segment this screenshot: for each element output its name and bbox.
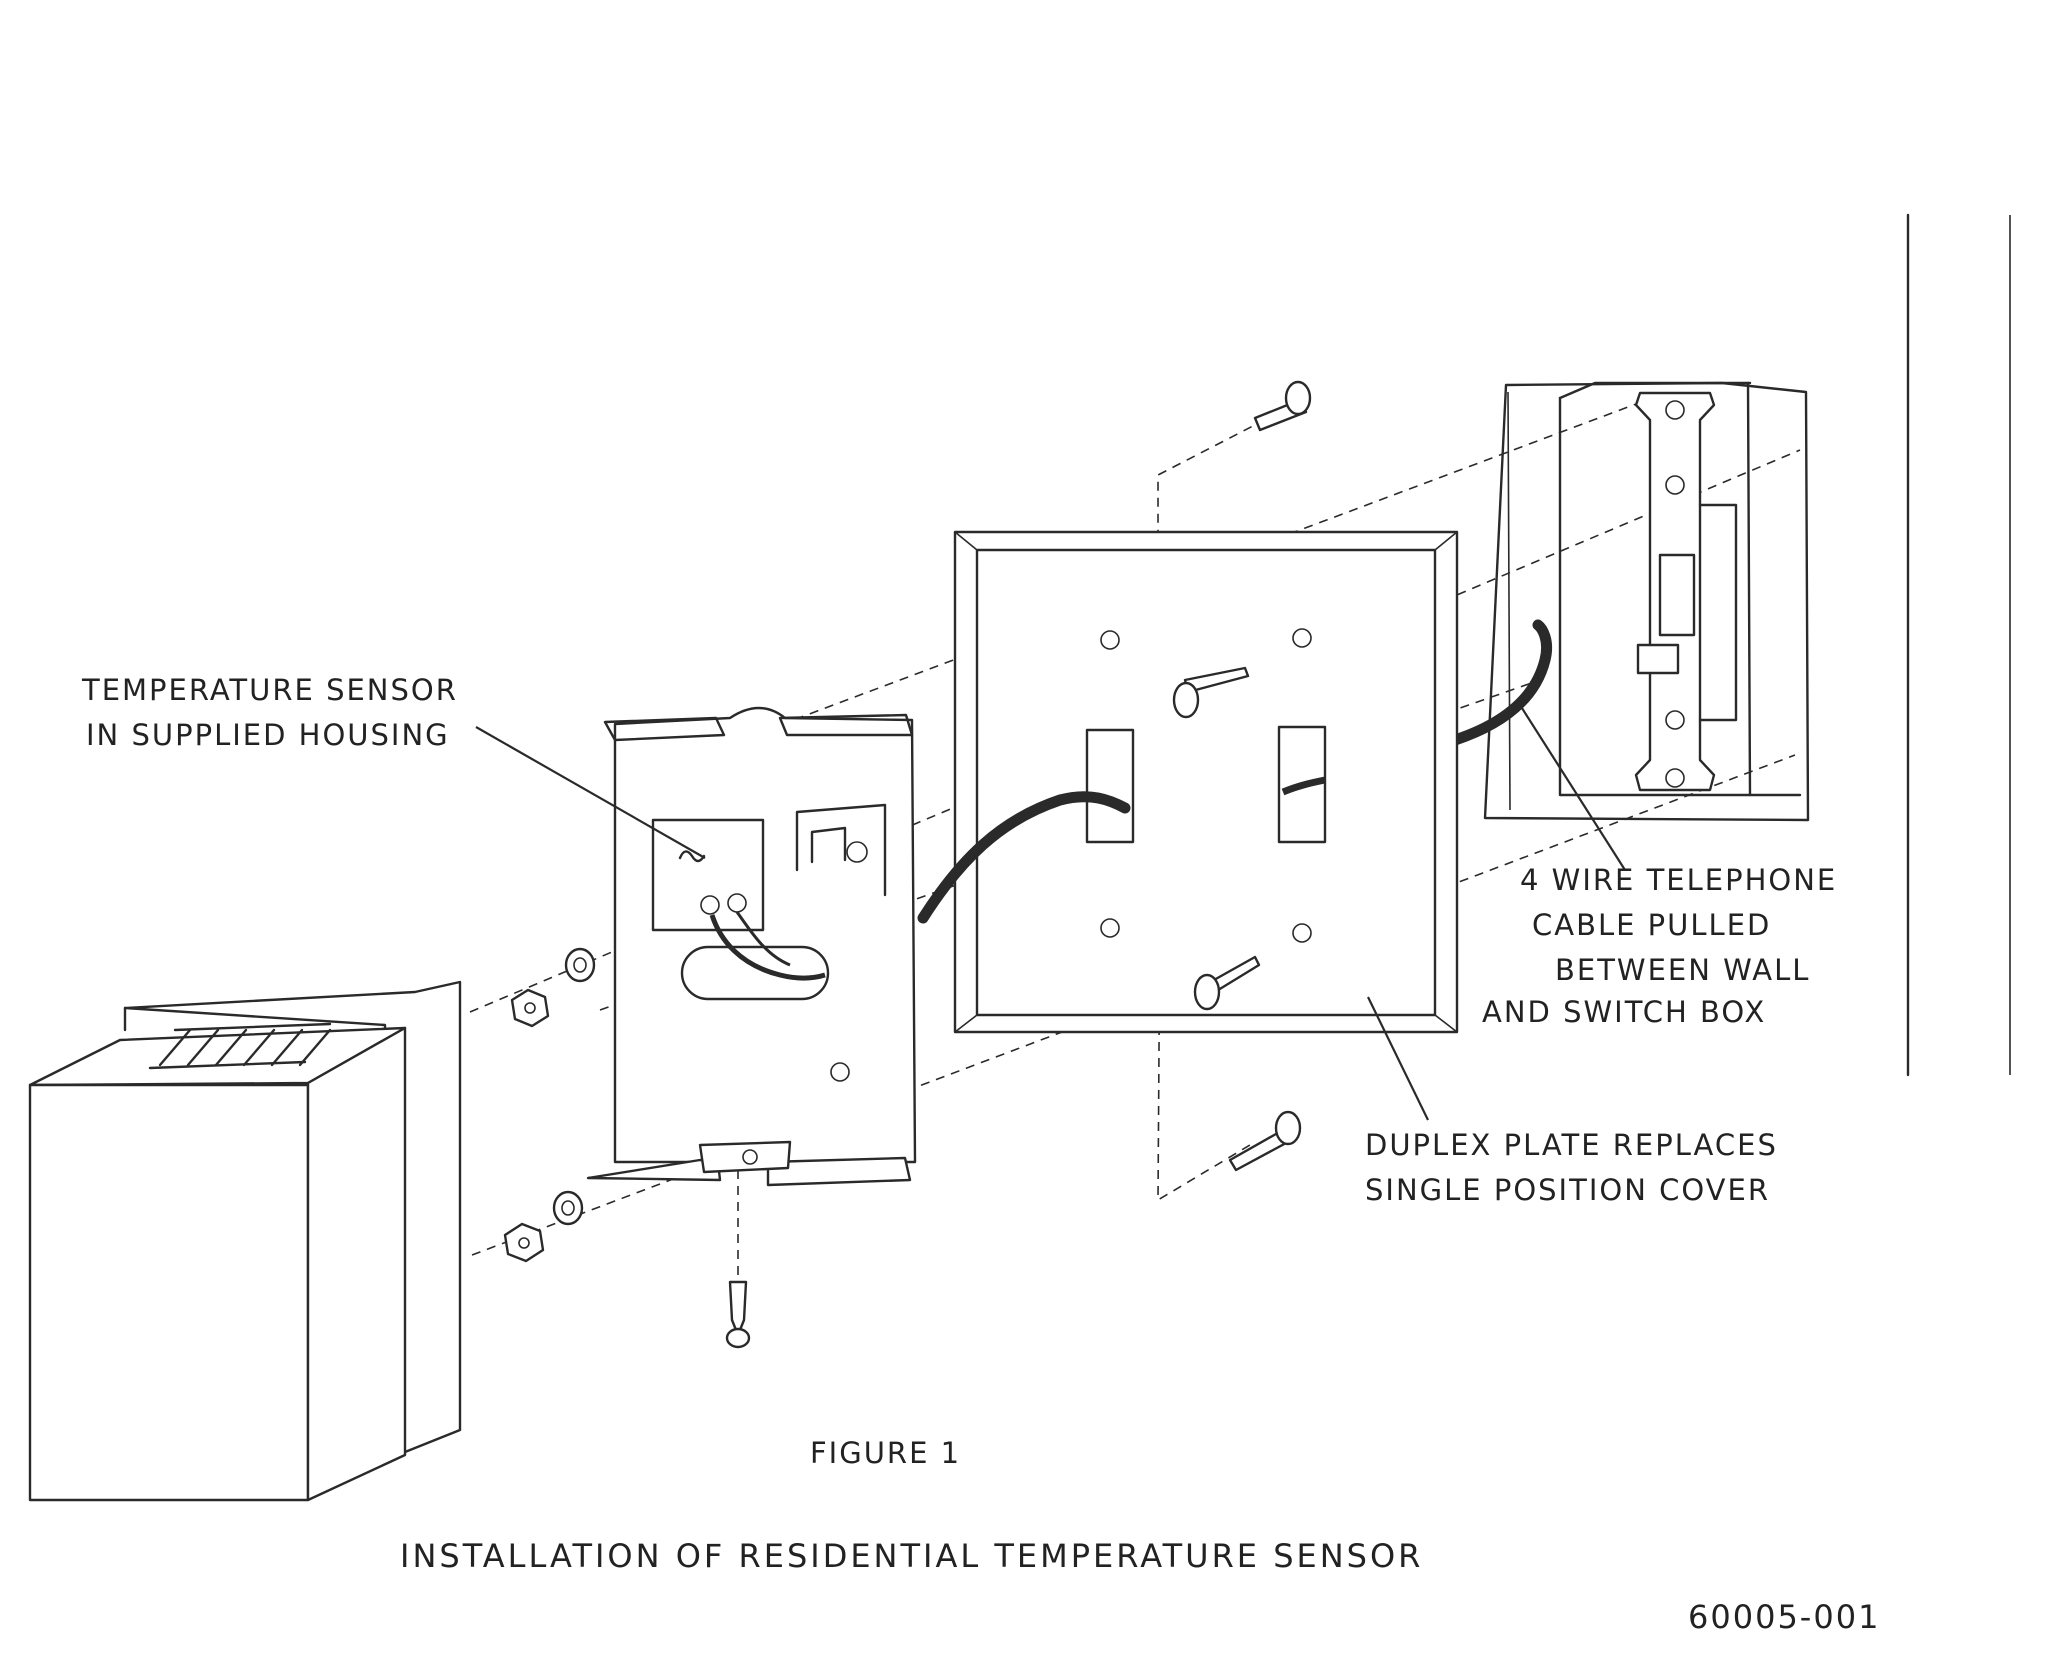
cover-vent-slots <box>148 1022 332 1070</box>
cable-callout-line3: BETWEEN WALL <box>1555 953 1810 987</box>
plate-callout-line1: DUPLEX PLATE REPLACES <box>1365 1128 1778 1162</box>
sensor-mounting-bracket <box>586 706 917 1187</box>
plate-screw-upper <box>1172 666 1250 719</box>
top-screw <box>1253 380 1312 432</box>
mounting-wood-screw <box>725 1280 751 1349</box>
plate-callout-line2: SINGLE POSITION COVER <box>1365 1173 1770 1207</box>
figure-caption: INSTALLATION OF RESIDENTIAL TEMPERATURE … <box>400 1537 1423 1575</box>
bottom-screw <box>1228 1110 1302 1172</box>
drawing-number: 60005-001 <box>1688 1598 1880 1636</box>
duplex-wall-plate <box>917 530 1459 1034</box>
figure-label: FIGURE 1 <box>810 1436 961 1470</box>
switch-box-in-wall <box>1449 381 1810 822</box>
sensor-callout-line1: TEMPERATURE SENSOR <box>81 673 458 707</box>
sensor-cover <box>28 980 462 1502</box>
plate-screw-lower <box>1193 955 1261 1011</box>
cable-callout-line4: AND SWITCH BOX <box>1482 995 1766 1029</box>
page-margin-strip <box>1906 213 2011 1077</box>
cable-callout-line2: CABLE PULLED <box>1532 908 1771 942</box>
leader-lines <box>475 704 1626 1121</box>
cable-callout-line1: 4 WIRE TELEPHONE <box>1520 863 1837 897</box>
sensor-callout-line2: IN SUPPLIED HOUSING <box>86 718 450 752</box>
upper-nut-washer <box>510 947 596 1028</box>
lower-nut-washer <box>503 1190 584 1263</box>
